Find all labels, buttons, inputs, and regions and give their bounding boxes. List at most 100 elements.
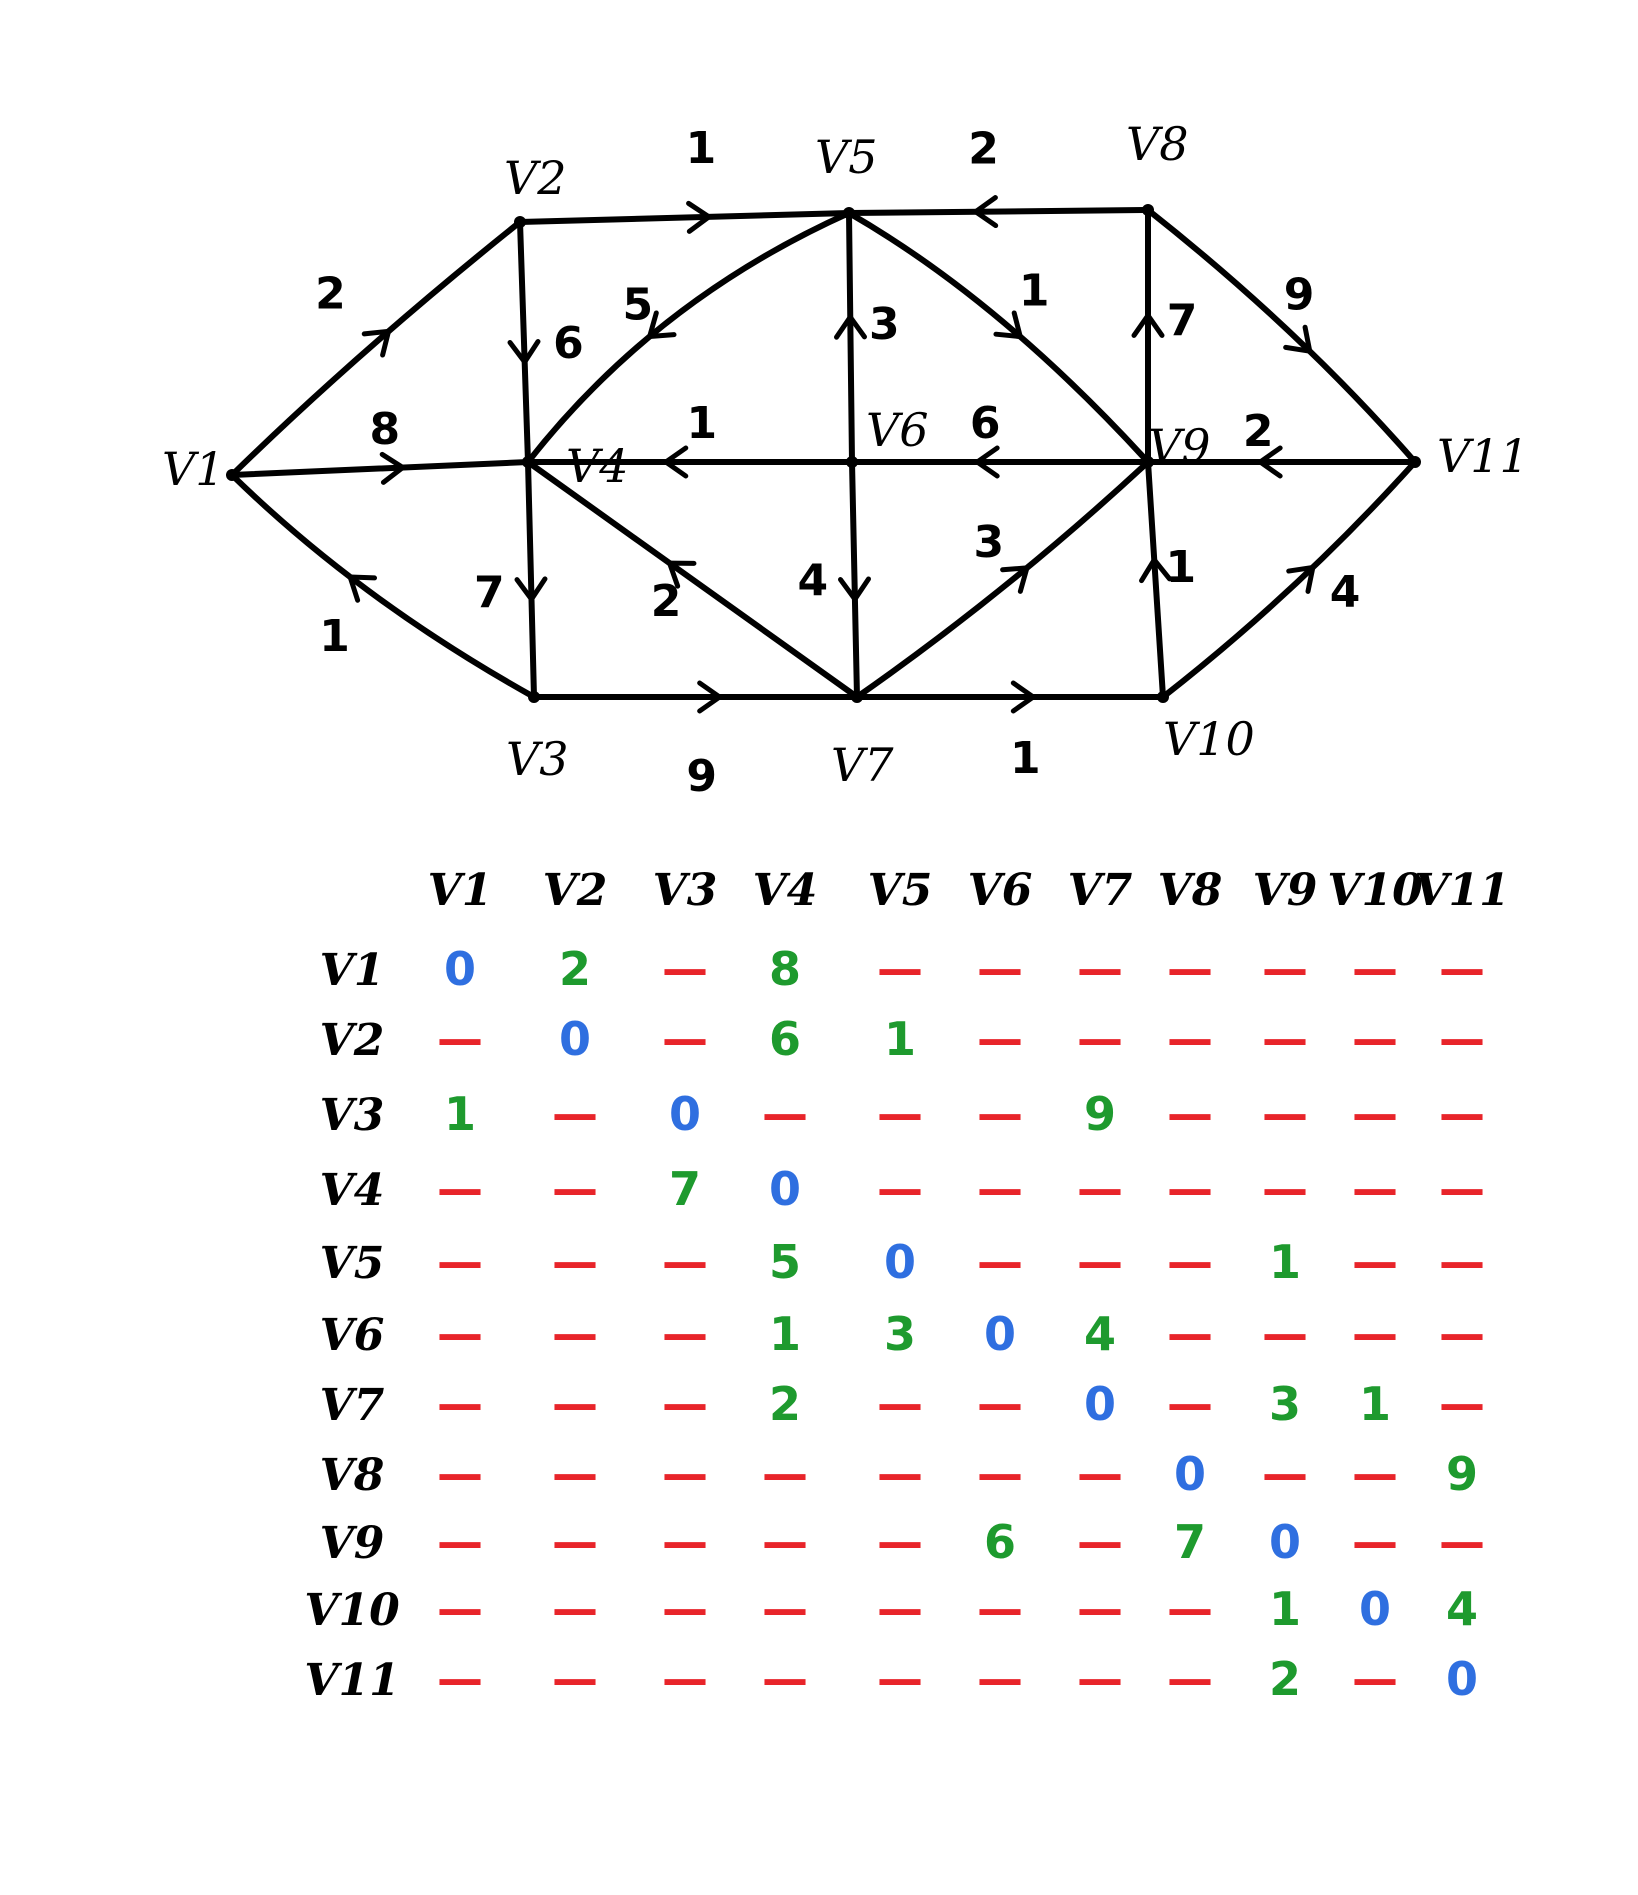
matrix-cell: —: [437, 1162, 483, 1216]
matrix-cell: 2: [769, 1377, 801, 1431]
edge-arrow-v6-v7: [837, 576, 871, 602]
matrix-row-header-8: V8: [320, 1450, 385, 1501]
edge-arrow-v2-v5: [686, 200, 712, 234]
matrix-cell: 0: [769, 1162, 801, 1216]
edge-weight-v11-v9: 2: [1243, 406, 1274, 457]
matrix-cell: 2: [559, 942, 591, 996]
matrix-cell: —: [1077, 1235, 1123, 1289]
matrix-cell: —: [1439, 1377, 1485, 1431]
edge-arrow-v5-v9: [993, 310, 1023, 340]
matrix-cell: —: [1352, 1652, 1398, 1706]
matrix-cell: —: [662, 1012, 708, 1066]
edge-arrow-v7-v9: [1000, 565, 1030, 594]
edge-arrow-v9-v6: [974, 445, 1000, 479]
matrix-cell: 1: [444, 1087, 476, 1141]
matrix-cell: —: [877, 1377, 923, 1431]
node-dot-v1: [226, 469, 238, 481]
matrix-cell: —: [662, 1582, 708, 1636]
matrix-cell: —: [877, 1515, 923, 1569]
matrix-cell: —: [1262, 942, 1308, 996]
edge-arrow-v3-v1: [347, 574, 378, 603]
matrix-cell: —: [1262, 1162, 1308, 1216]
node-label-v7: V7: [831, 738, 894, 792]
edge-weight-v10-v11: 4: [1330, 567, 1361, 618]
matrix-cell: 1: [1269, 1235, 1301, 1289]
matrix-col-header-2: V2: [543, 865, 608, 916]
matrix-row-header-6: V6: [320, 1310, 385, 1361]
matrix-row-header-1: V1: [320, 945, 385, 996]
matrix-cell: —: [662, 1235, 708, 1289]
matrix-cell: —: [1167, 1652, 1213, 1706]
matrix-cell: —: [1077, 1582, 1123, 1636]
edge-v7-v10: 1: [854, 680, 1166, 784]
matrix-cell: —: [1167, 1377, 1213, 1431]
edge-v6-v4: 1: [525, 398, 855, 479]
edge-arrow-v6-v4: [663, 445, 689, 479]
edge-arrow-v5-v4: [647, 310, 677, 339]
matrix-cell: —: [877, 942, 923, 996]
matrix-cell: —: [437, 1377, 483, 1431]
matrix-cell: 0: [444, 942, 476, 996]
edge-arrow-v10-v11: [1286, 564, 1316, 594]
node-dot-v3: [528, 691, 540, 703]
matrix-cell: —: [437, 1447, 483, 1501]
matrix-cell: —: [977, 1087, 1023, 1141]
edge-weight-v3-v7: 9: [686, 751, 717, 802]
edge-v4-v3: 7: [474, 459, 548, 700]
matrix-cell: 6: [984, 1515, 1016, 1569]
edge-line-v7-v4: [525, 459, 860, 700]
edge-line-v8-v5: [846, 207, 1151, 216]
matrix-cell: —: [1352, 1515, 1398, 1569]
node-v6: V6: [846, 403, 929, 468]
edge-v2-v4: 6: [507, 219, 584, 465]
matrix-cell: —: [977, 1235, 1023, 1289]
edge-weight-v3-v1: 1: [319, 611, 350, 662]
matrix-cell: —: [662, 1515, 708, 1569]
node-label-v6: V6: [866, 403, 929, 457]
node-v2: V2: [504, 151, 567, 228]
matrix-cell: —: [1439, 1087, 1485, 1141]
matrix-cell: —: [977, 1447, 1023, 1501]
matrix-cell: —: [552, 1377, 598, 1431]
matrix-col-header-4: V4: [753, 865, 818, 916]
edge-arrow-v8-v5: [973, 195, 999, 229]
matrix-cell: —: [1439, 1012, 1485, 1066]
matrix-cell: —: [1262, 1307, 1308, 1361]
node-v11: V11: [1409, 429, 1529, 483]
matrix-cell: —: [977, 1582, 1023, 1636]
matrix-cell: —: [762, 1447, 808, 1501]
matrix-cell: —: [662, 1652, 708, 1706]
node-label-v1: V1: [162, 442, 225, 496]
edge-arrow-v11-v9: [1257, 445, 1283, 479]
node-label-v10: V10: [1163, 712, 1255, 766]
matrix-cell: —: [1352, 1307, 1398, 1361]
node-label-v2: V2: [504, 151, 567, 205]
matrix-cell: —: [662, 1447, 708, 1501]
edge-v6-v7: 4: [797, 459, 871, 700]
node-v10: V10: [1157, 691, 1255, 766]
edge-weight-v9-v6: 6: [970, 398, 1001, 449]
edge-line-v2-v5: [517, 210, 852, 225]
edge-v7-v4: 2: [525, 459, 860, 700]
matrix-cell: —: [1077, 1012, 1123, 1066]
matrix-col-header-5: V5: [868, 865, 933, 916]
matrix-cell: —: [1167, 1307, 1213, 1361]
edge-line-v10-v11: [1160, 459, 1418, 700]
matrix-col-header-9: V9: [1253, 865, 1318, 916]
edge-weight-v5-v9: 1: [1019, 265, 1050, 316]
matrix-row-header-3: V3: [320, 1090, 385, 1141]
edge-line-v5-v4: [525, 210, 852, 465]
matrix-row-header-2: V2: [320, 1015, 385, 1066]
edge-arrow-v2-v4: [507, 339, 541, 365]
matrix-col-header-11: V11: [1414, 865, 1509, 916]
matrix-cell: —: [437, 1307, 483, 1361]
matrix-cell: 0: [1269, 1515, 1301, 1569]
matrix-cell: —: [1167, 942, 1213, 996]
edge-weight-v7-v9: 3: [973, 517, 1004, 568]
edge-arrow-v10-v9: [1139, 557, 1172, 584]
